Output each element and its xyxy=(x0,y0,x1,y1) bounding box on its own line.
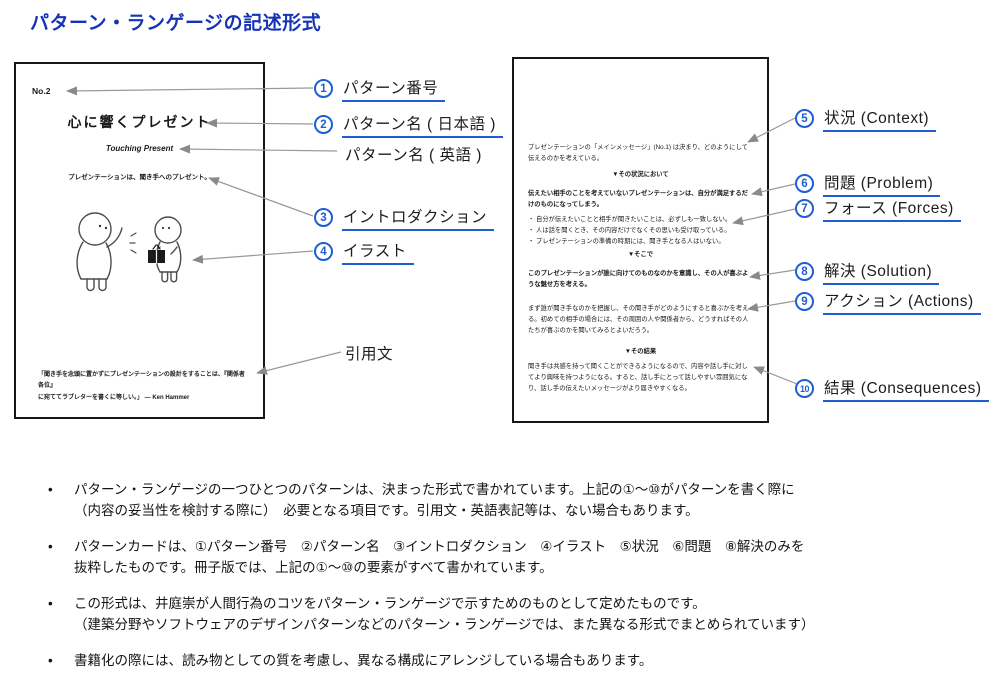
solution-text: このプレゼンテーションが誰に向けてのものなのかを意識し、その人が喜ぶような魅せ方… xyxy=(528,270,749,289)
pattern-illustration xyxy=(76,212,182,292)
pattern-introduction-text: プレゼンテーションは、聞き手へのプレゼント。 xyxy=(68,174,211,181)
circled-number-icon: 5 xyxy=(795,109,814,128)
actions-text: まず誰が聞き手なのかを把握し、その聞き手がどのようにすると喜ぶかを考える。初めて… xyxy=(528,305,749,335)
note-line: （建築分野やソフトウェアのデザインパターンなどのパターン・ランゲージでは、また異… xyxy=(74,616,815,632)
circled-number-icon: 7 xyxy=(795,199,814,218)
pattern-quote-text: 「聞き手を念頭に置かずにプレゼンテーションの設計をすることは、『関係者各位』 に… xyxy=(38,370,245,404)
pattern-name-english: Touching Present xyxy=(105,144,174,153)
annotation-label: イントロダクション xyxy=(342,205,495,231)
annotation-solution: 8 解決 (Solution) xyxy=(795,259,940,285)
problem-text: 伝えたい相手のことを考えていないプレゼンテーションは、自分が満足するだけのものに… xyxy=(528,190,748,209)
circled-number-icon: 2 xyxy=(314,115,333,134)
annotation-label: パターン名 ( 英語 ) xyxy=(345,146,482,164)
note-item: • この形式は、井庭崇が人間行為のコツをパターン・ランゲージで示すためのものとし… xyxy=(48,594,988,636)
quote-line-1: 「聞き手を念頭に置かずにプレゼンテーションの設計をすることは、『関係者各位』 xyxy=(38,372,245,390)
annotation-actions: 9 アクション (Actions) xyxy=(795,289,981,315)
context-text: プレゼンテーションの「メインメッセージ」(No.1) は決まり、どのようにして伝… xyxy=(528,144,748,163)
annotation-label: イラスト xyxy=(342,239,414,265)
consequences-text: 聞き手は共感を持って聞くことができるようになるので、内容や話し手に対してより興味… xyxy=(528,363,748,393)
circled-number-icon: 1 xyxy=(314,79,333,98)
circled-number-icon: 8 xyxy=(795,262,814,281)
annotation-label: パターン名 ( 日本語 ) xyxy=(342,112,503,138)
force-item: ・ 自分が伝えたいことと相手が聞きたいことは、必ずしも一致しない。 xyxy=(528,216,732,223)
pattern-number-text: No.2 xyxy=(32,86,51,96)
annotation-context: 5 状況 (Context) xyxy=(795,106,937,132)
result-marker: ▼その結果 xyxy=(624,348,657,355)
note-line: 書籍化の際には、読み物としての質を考慮し、異なる構成にアレンジしている場合もあり… xyxy=(74,652,653,668)
note-item: • パターンカードは、①パターン番号 ②パターン名 ③イントロダクション ④イラ… xyxy=(48,537,988,579)
annotation-illustration: 4 イラスト xyxy=(314,239,414,265)
forces-list: ・ 自分が伝えたいことと相手が聞きたいことは、必ずしも一致しない。 ・ 人は話を… xyxy=(528,214,753,247)
note-line: パターンカードは、①パターン番号 ②パターン名 ③イントロダクション ④イラスト… xyxy=(74,538,805,554)
circled-number-icon: 3 xyxy=(314,208,333,227)
annotation-pattern-name-ja: 2 パターン名 ( 日本語 ) xyxy=(314,112,503,138)
note-line: 抜粋したものです。冊子版では、上記の①～⑩の要素がすべて書かれています。 xyxy=(74,559,553,575)
circled-number-icon: 6 xyxy=(795,174,814,193)
annotation-label: 引用文 xyxy=(345,345,394,363)
annotation-forces: 7 フォース (Forces) xyxy=(795,196,961,222)
circled-number-icon: 10 xyxy=(795,379,814,398)
bullet-icon: • xyxy=(48,595,53,611)
annotation-label: アクション (Actions) xyxy=(823,289,981,315)
circled-number-icon: 9 xyxy=(795,292,814,311)
context-marker: ▼その状況において xyxy=(612,171,669,178)
annotation-pattern-number: 1 パターン番号 xyxy=(314,76,446,102)
quote-line-2: に宛ててラブレターを書くに等しい。」 — Ken Hammer xyxy=(38,394,190,401)
note-text: 書籍化の際には、読み物としての質を考慮し、異なる構成にアレンジしている場合もあり… xyxy=(74,651,652,672)
pattern-name-japanese: 心に響くプレゼント xyxy=(67,114,212,130)
circled-number-icon: 4 xyxy=(314,242,333,261)
note-line: この形式は、井庭崇が人間行為のコツをパターン・ランゲージで示すためのものとして定… xyxy=(74,595,706,611)
note-text: この形式は、井庭崇が人間行為のコツをパターン・ランゲージで示すためのものとして定… xyxy=(74,594,814,636)
solution-marker: ▼そこで xyxy=(627,251,654,258)
annotation-problem: 6 問題 (Problem) xyxy=(795,171,941,197)
force-item: ・ 人は話を聞くとき、その内容だけでなくその思いも受け取っている。 xyxy=(528,227,731,235)
annotation-label: 状況 (Context) xyxy=(823,106,937,132)
bullet-icon: • xyxy=(48,538,53,554)
annotation-introduction: 3 イントロダクション xyxy=(314,205,495,231)
annotation-quote: 引用文 xyxy=(345,342,393,363)
annotation-pattern-name-en: パターン名 ( 英語 ) xyxy=(345,143,482,164)
pattern-card-front: No.2 心に響くプレゼント Touching Present プレゼンテーショ… xyxy=(14,62,265,419)
note-line: （内容の妥当性を検討する際に） 必要となる項目です。引用文・英語表記等は、ない場… xyxy=(74,502,699,518)
annotation-consequences: 10 結果 (Consequences) xyxy=(795,376,989,402)
annotation-label: パターン番号 xyxy=(342,76,446,102)
page-title: パターン・ランゲージの記述形式 xyxy=(30,13,322,34)
bullet-icon: • xyxy=(48,652,53,668)
annotation-label: フォース (Forces) xyxy=(823,196,961,222)
bullet-icon: • xyxy=(48,482,53,497)
pattern-card-body: プレゼンテーションの「メインメッセージ」(No.1) は決まり、どのようにして伝… xyxy=(512,57,769,423)
annotation-label: 解決 (Solution) xyxy=(823,259,940,285)
note-item: • パターン・ランゲージの一つひとつのパターンは、決まった形式で書かれています。… xyxy=(48,480,988,522)
annotation-label: 問題 (Problem) xyxy=(823,171,941,197)
note-text: パターンカードは、①パターン番号 ②パターン名 ③イントロダクション ④イラスト… xyxy=(74,537,804,579)
annotation-label: 結果 (Consequences) xyxy=(823,376,989,402)
note-text: パターン・ランゲージの一つひとつのパターンは、決まった形式で書かれています。上記… xyxy=(74,480,795,522)
notes-section: • パターン・ランゲージの一つひとつのパターンは、決まった形式で書かれています。… xyxy=(48,480,988,674)
force-item: ・ プレゼンテーションの準備の時期には、聞き手となる人はいない。 xyxy=(528,238,725,246)
note-item: • 書籍化の際には、読み物としての質を考慮し、異なる構成にアレンジしている場合も… xyxy=(48,651,988,672)
note-line: パターン・ランゲージの一つひとつのパターンは、決まった形式で書かれています。上記… xyxy=(74,482,795,497)
